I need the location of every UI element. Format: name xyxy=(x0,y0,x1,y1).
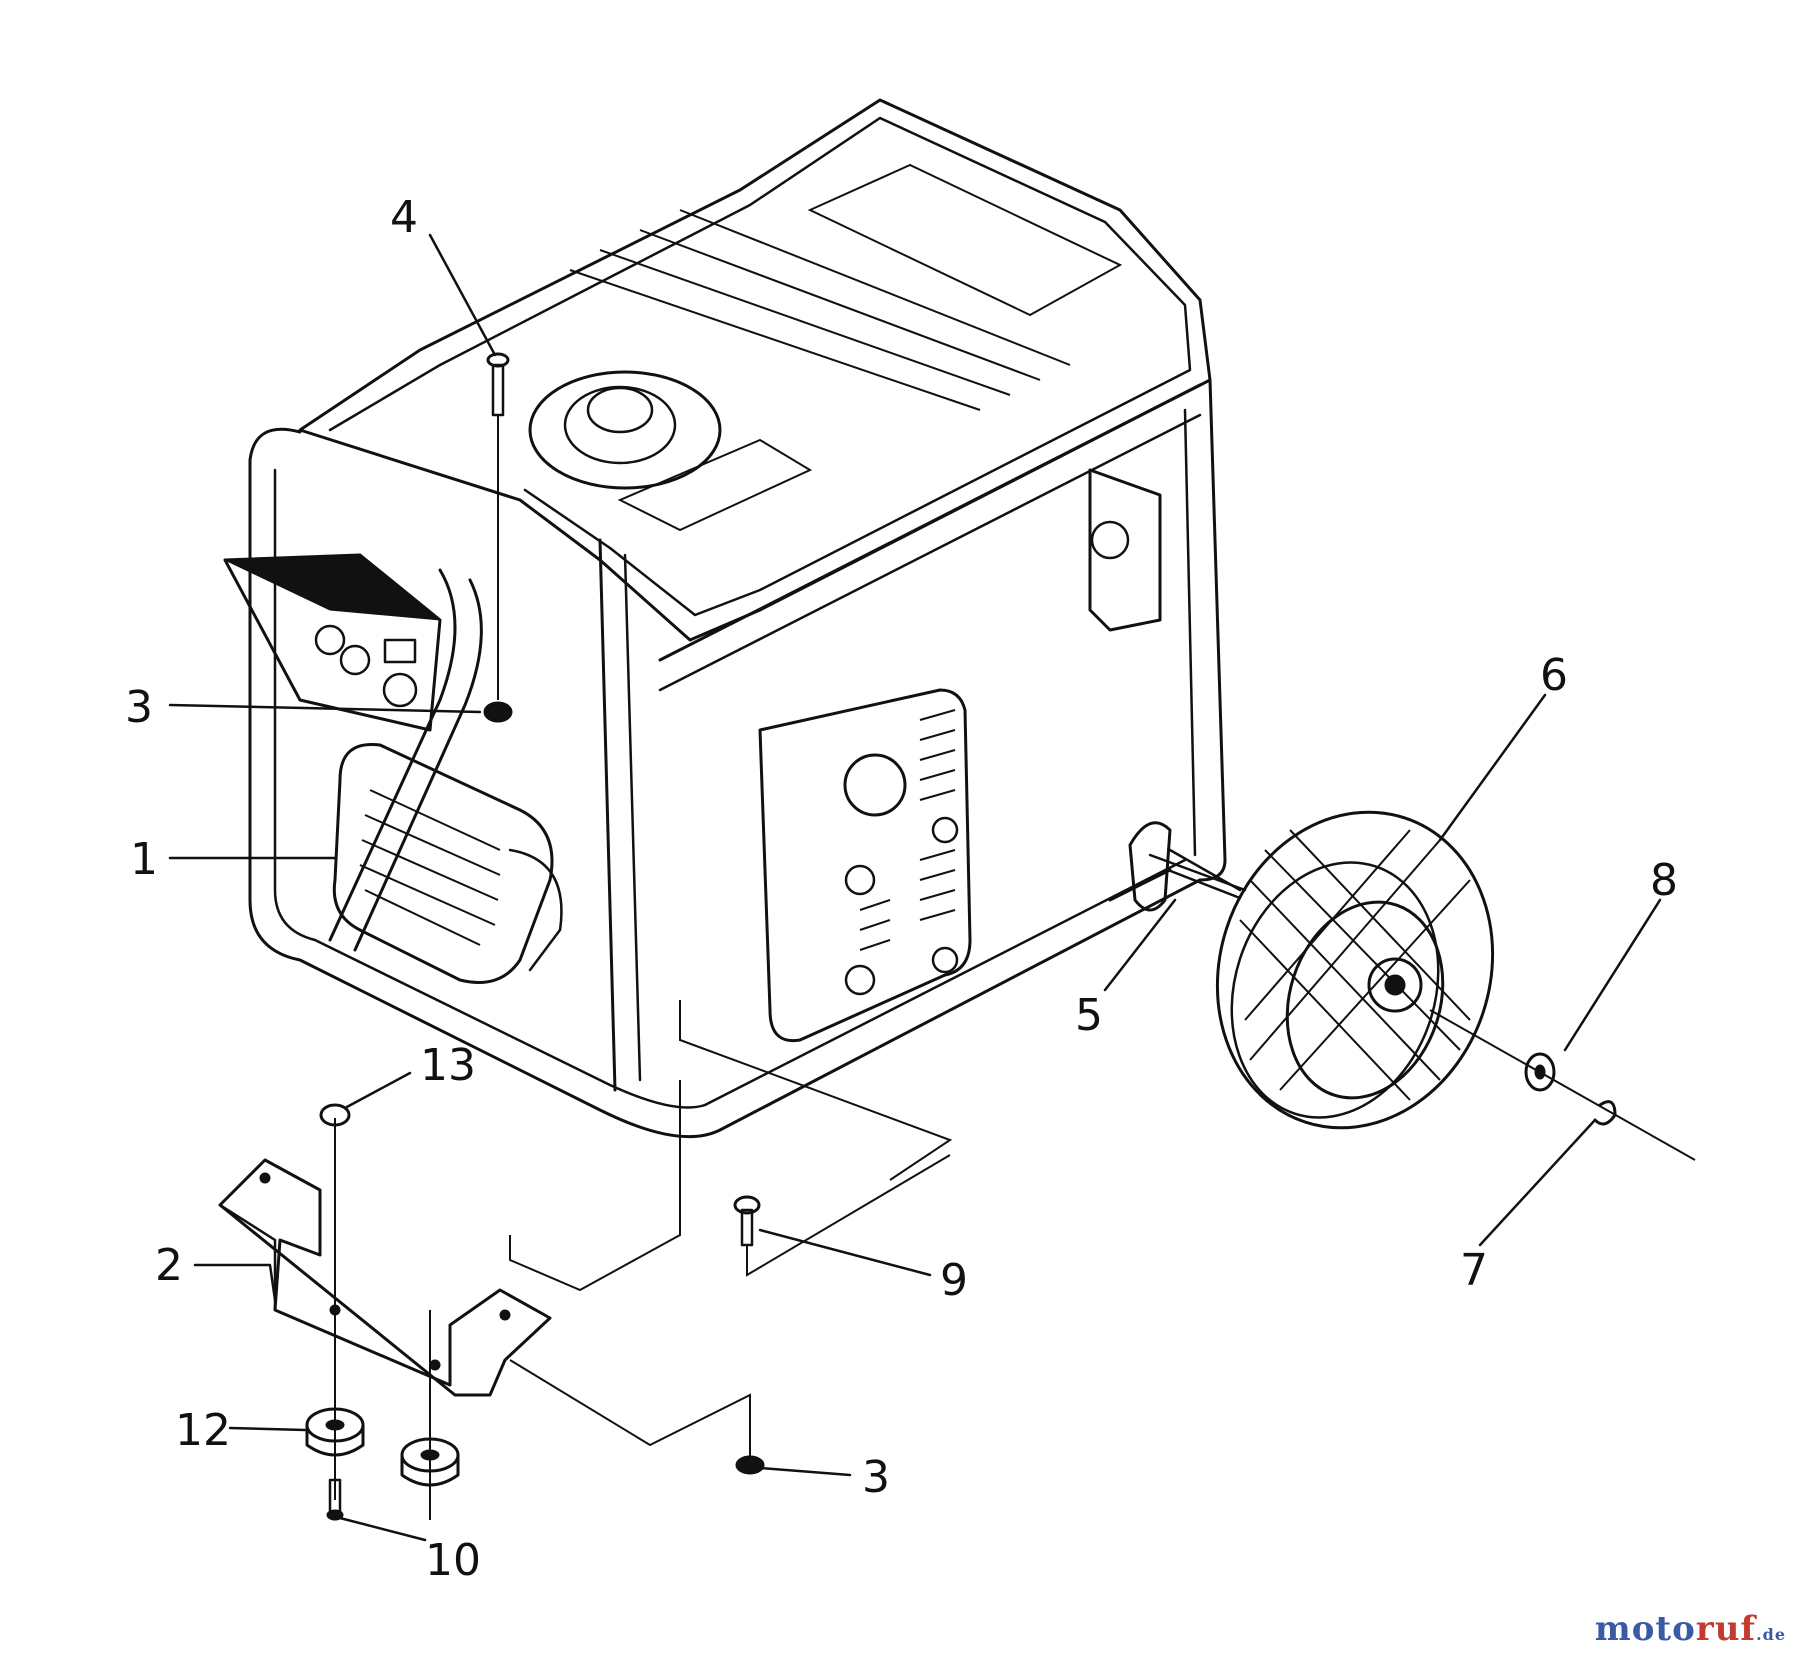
wheel-assembly xyxy=(1215,810,1495,1130)
callout-2: 2 xyxy=(155,1240,183,1291)
callout-4: 4 xyxy=(390,192,418,243)
handle-bar xyxy=(328,568,457,942)
generator-assembly xyxy=(223,98,1242,1139)
bolt-9 xyxy=(733,1195,761,1247)
nut-13 xyxy=(319,1103,351,1127)
callout-12: 12 xyxy=(175,1405,231,1456)
callout-7: 7 xyxy=(1460,1245,1488,1296)
watermark-part-moto: moto xyxy=(1594,1609,1696,1649)
control-panel xyxy=(223,553,442,732)
alternator xyxy=(332,742,563,984)
callout-5: 5 xyxy=(1075,990,1103,1041)
callout-3-upper: 3 xyxy=(125,682,153,733)
wheel-axis-line xyxy=(1429,1009,1696,1161)
callout-8: 8 xyxy=(1650,855,1678,906)
fuel-cap xyxy=(528,370,722,490)
callout-numbers: 1 2 3 3 4 5 6 7 8 9 10 12 13 xyxy=(125,192,1678,1586)
watermark-logo: motoruf.de xyxy=(1595,1609,1786,1649)
nut-3-upper xyxy=(483,701,513,723)
callout-10: 10 xyxy=(425,1535,481,1586)
bolt-4 xyxy=(486,352,510,417)
bracket-path-lower xyxy=(509,1359,751,1460)
callout-1: 1 xyxy=(130,834,158,885)
fuel-tank xyxy=(298,98,1212,642)
bolt-9-path xyxy=(746,1154,951,1277)
watermark-part-ruf: ruf xyxy=(1695,1609,1757,1649)
mounting-bracket xyxy=(218,1158,552,1397)
leader-lines xyxy=(168,233,1662,1542)
callout-13: 13 xyxy=(420,1040,476,1091)
callout-3-lower: 3 xyxy=(862,1452,890,1503)
axle-5 xyxy=(1148,853,1247,892)
callout-6: 6 xyxy=(1540,650,1568,701)
watermark-part-tld: .de xyxy=(1756,1625,1786,1644)
engine-muffler xyxy=(758,468,1162,1043)
callout-9: 9 xyxy=(940,1255,968,1306)
bracket-path-left xyxy=(509,1080,681,1292)
bracket-path-right xyxy=(679,1000,953,1181)
tube-frame xyxy=(248,378,1227,1139)
